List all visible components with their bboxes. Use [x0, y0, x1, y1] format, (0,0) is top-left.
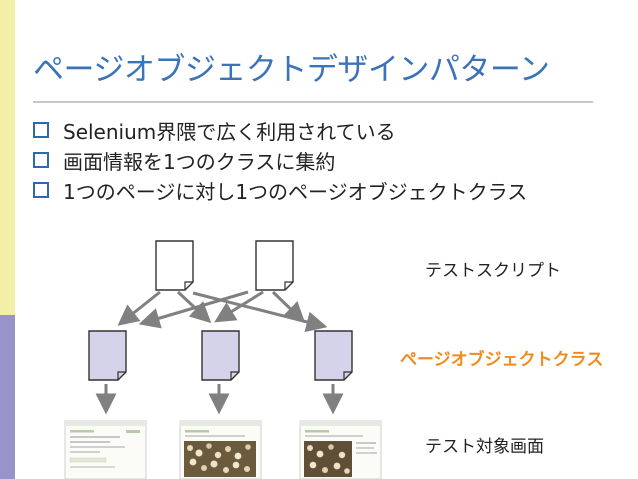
document-icon — [88, 330, 127, 381]
bullet-item: 1つのページに対し1つのページオブジェクトクラス — [33, 175, 633, 205]
test-script-doc-1 — [155, 240, 194, 291]
pageobject-to-screen-arrows — [95, 384, 344, 415]
left-accent-bar-bottom — [0, 315, 15, 479]
document-icon — [314, 330, 353, 381]
bullet-text: Selenium界隈で広く利用されている — [63, 119, 396, 144]
slide-title: ページオブジェクトデザインパターン — [33, 52, 550, 88]
label-page-object-class: ページオブジェクトクラス — [400, 350, 604, 370]
screen-thumbnail-3 — [299, 420, 382, 479]
document-icon — [255, 240, 294, 291]
page-object-doc-2 — [201, 330, 240, 381]
label-test-target-screen: テスト対象画面 — [425, 437, 544, 457]
square-bullet-icon — [33, 182, 49, 198]
test-script-doc-2 — [255, 240, 294, 291]
square-bullet-icon — [33, 122, 49, 138]
left-accent-bar — [0, 0, 15, 479]
screen-thumbnail-1 — [64, 420, 147, 479]
left-accent-bar-top — [0, 0, 15, 315]
page-object-doc-3 — [314, 330, 353, 381]
square-bullet-icon — [33, 152, 49, 168]
bullet-item: Selenium界隈で広く利用されている — [33, 115, 633, 145]
document-icon — [155, 240, 194, 291]
bullet-text: 画面情報を1つのクラスに集約 — [63, 149, 336, 174]
document-icon — [201, 330, 240, 381]
bullet-item: 画面情報を1つのクラスに集約 — [33, 145, 633, 175]
title-divider — [33, 101, 593, 103]
screen-thumbnail-2 — [179, 420, 262, 479]
label-test-script: テストスクリプト — [425, 261, 561, 281]
script-to-pageobject-arrows — [117, 290, 328, 333]
bullet-list: Selenium界隈で広く利用されている 画面情報を1つのクラスに集約 1つのペ… — [33, 115, 633, 205]
bullet-text: 1つのページに対し1つのページオブジェクトクラス — [63, 179, 528, 204]
page-object-doc-1 — [88, 330, 127, 381]
